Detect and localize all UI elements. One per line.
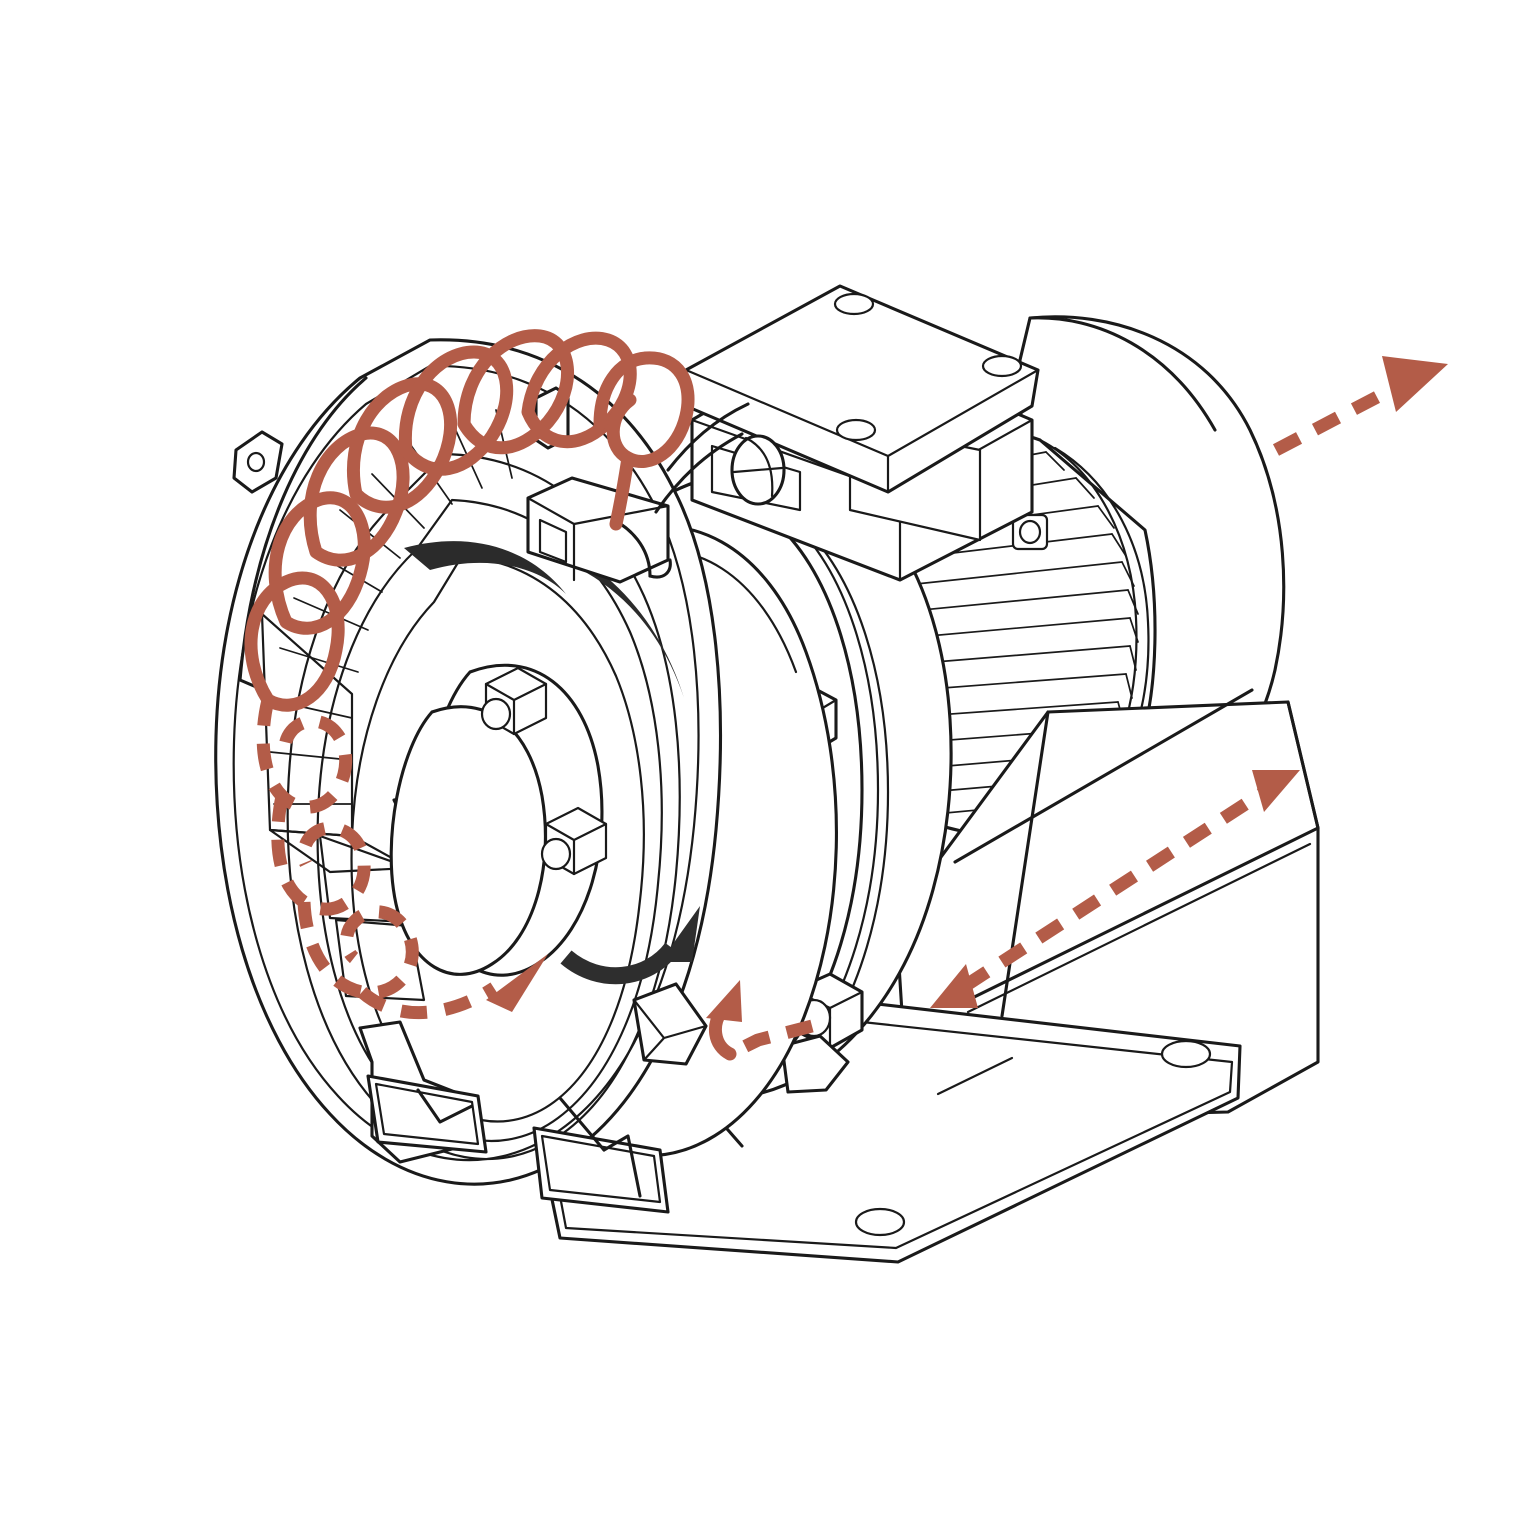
- base-plate: [546, 688, 1320, 1264]
- lifting-lug: [232, 430, 284, 494]
- hidden-helical-airflow: [256, 698, 548, 1020]
- cable-gland: [730, 434, 786, 506]
- hub-bolt-block-2: [540, 806, 608, 876]
- shaft-axis-double-arrow: [930, 770, 1300, 1008]
- housing-feet: [358, 1020, 670, 1214]
- regenerative-helical-airflow: [244, 329, 695, 712]
- discharge-airflow-arrow: [1272, 356, 1448, 456]
- terminal-box: [654, 284, 1040, 582]
- inlet-airflow-arrow: [706, 980, 814, 1061]
- hub-bolt-block-1: [480, 666, 548, 736]
- impeller-rotation-arrow: [560, 906, 700, 985]
- throat-shadow: [404, 541, 566, 594]
- inlet-port: [632, 982, 708, 1066]
